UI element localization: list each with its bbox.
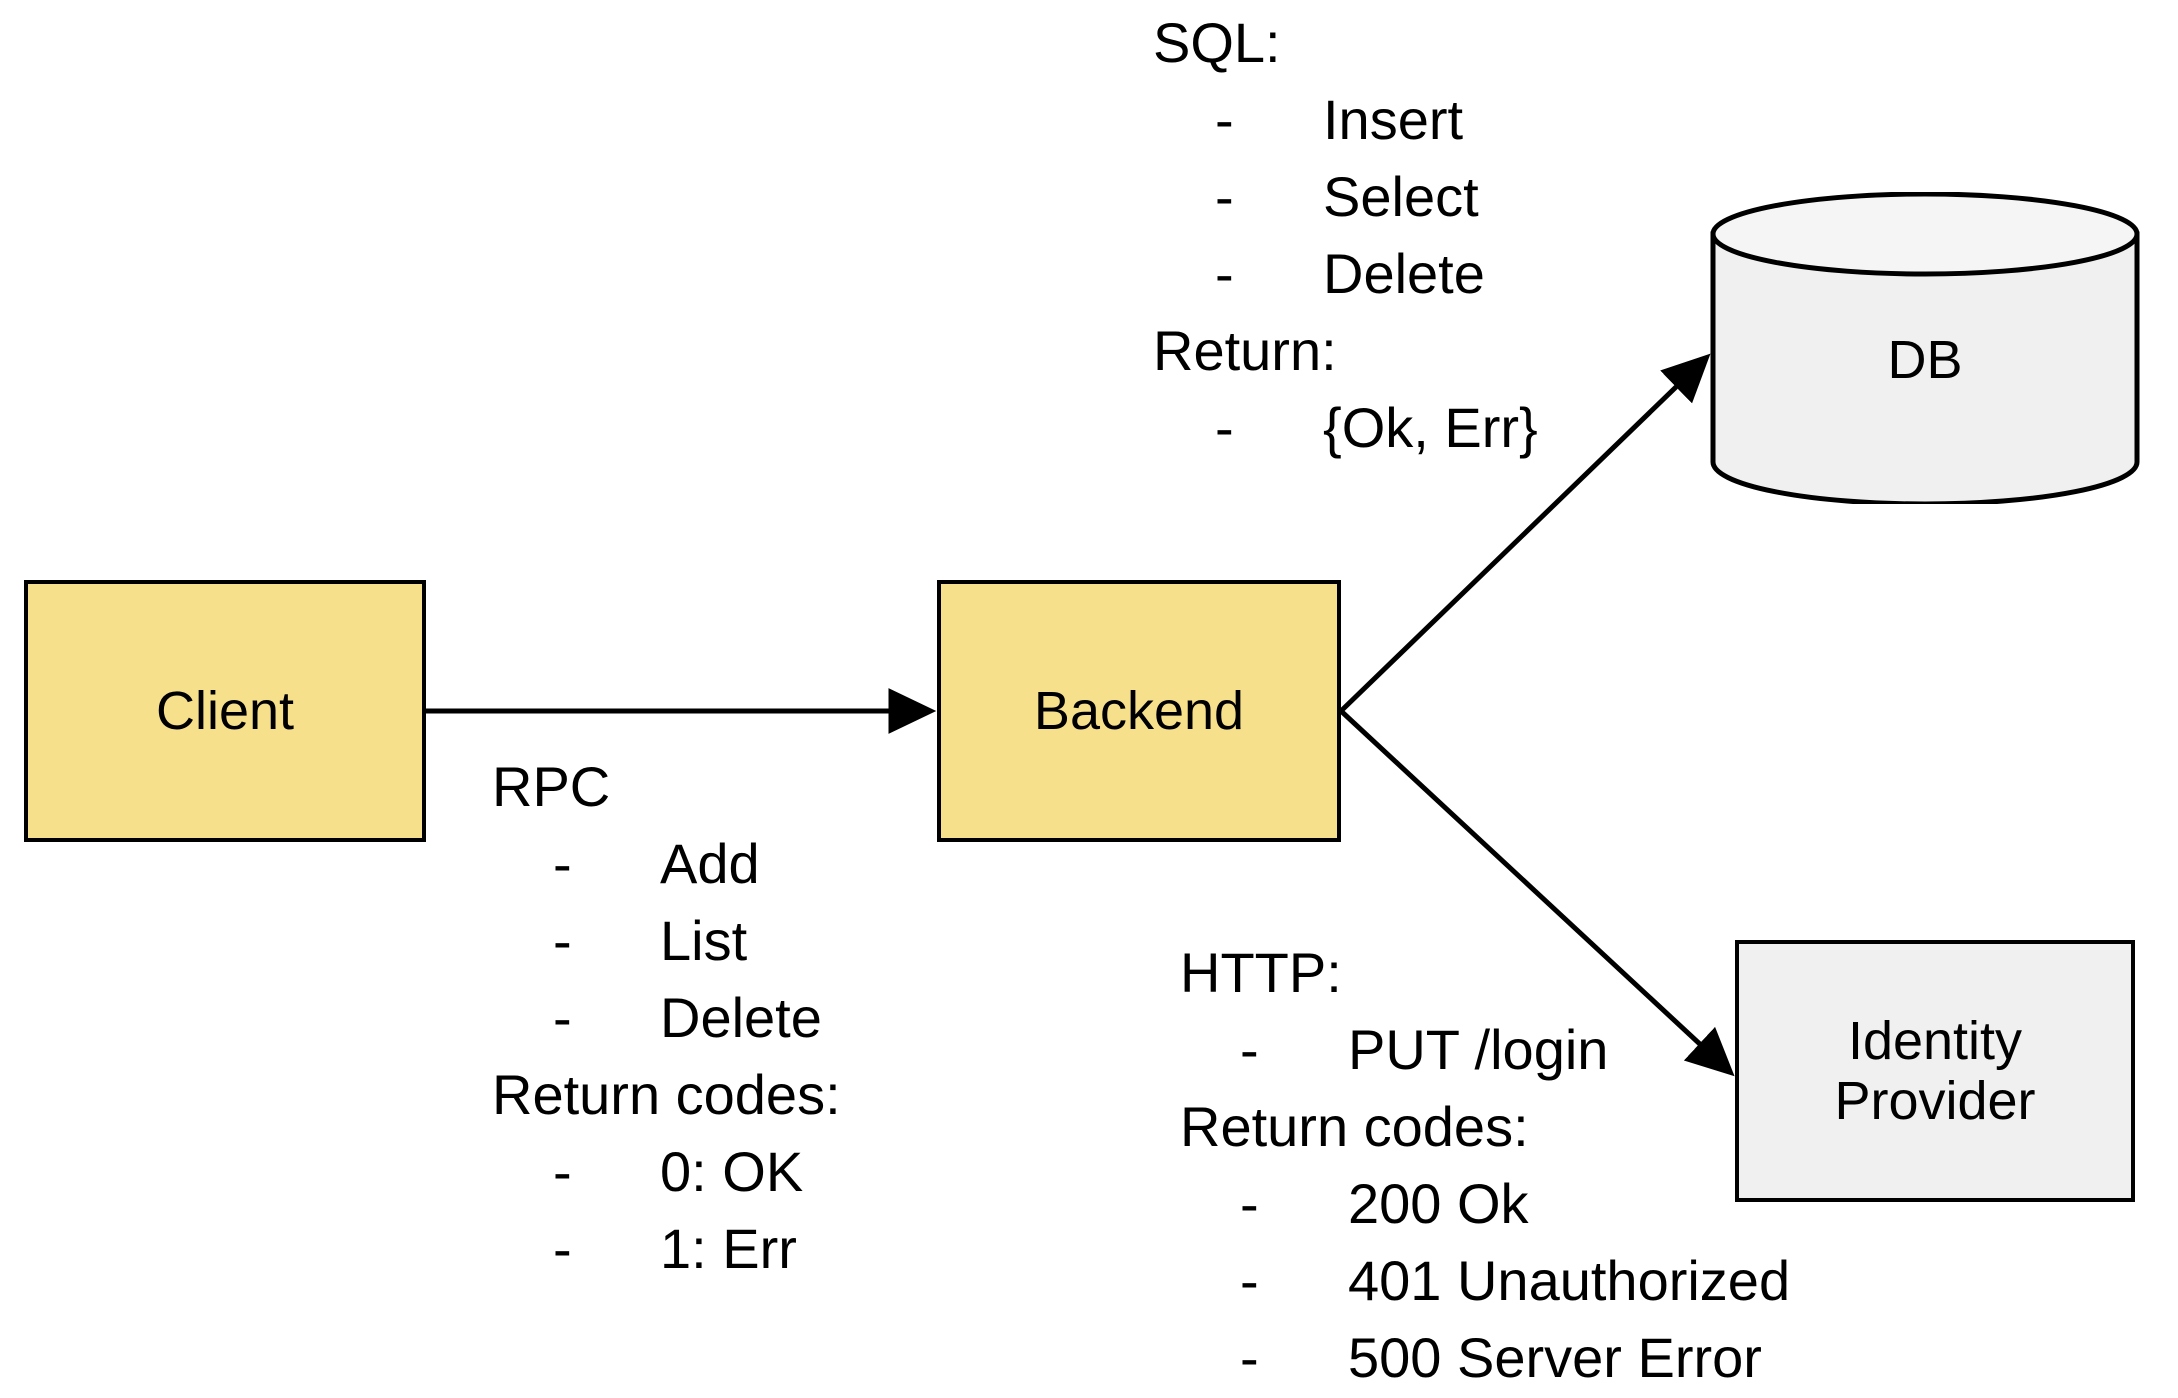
bullet-dash: - [1215, 396, 1234, 459]
annotation-http-subheading: Return codes: [1180, 1095, 1529, 1158]
bullet-dash: - [553, 1217, 572, 1280]
annotation-http-return-item-text: 200 Ok [1348, 1172, 1529, 1235]
annotation-sql-return-item: - {Ok, Err} [1153, 389, 1538, 466]
annotation-rpc-heading: RPC [492, 755, 611, 818]
node-client[interactable]: Client [24, 580, 426, 842]
annotation-sql-heading: SQL: [1153, 11, 1281, 74]
annotation-rpc-item-text: List [660, 909, 748, 972]
annotation-http-return-item: - 200 Ok [1180, 1165, 1529, 1242]
node-identity-provider-label: Identity Provider [1834, 1011, 2035, 1132]
annotation-rpc-item: - List [492, 902, 841, 979]
annotation-sql-subheading: Return: [1153, 319, 1337, 382]
bullet-dash: - [1240, 1249, 1259, 1312]
annotation-rpc-return-item-text: 0: OK [660, 1140, 804, 1203]
annotation-sql-item-text: Select [1323, 165, 1479, 228]
node-idp-label-line2: Provider [1834, 1071, 2036, 1131]
bullet-dash: - [553, 1140, 572, 1203]
node-backend-label: Backend [1033, 680, 1245, 741]
bullet-dash: - [1240, 1326, 1259, 1389]
annotation-http-return-item: - 401 Unauthorized [1180, 1242, 1790, 1319]
annotation-http-heading: HTTP: [1180, 941, 1342, 1004]
node-identity-provider[interactable]: Identity Provider [1735, 940, 2135, 1202]
bullet-dash: - [1215, 88, 1234, 151]
node-db-label-wrap: DB [1710, 192, 2140, 504]
node-backend[interactable]: Backend [937, 580, 1341, 842]
annotation-sql-item-text: Insert [1323, 88, 1464, 151]
annotation-rpc-item-text: Add [660, 832, 760, 895]
annotation-rpc-item: - Add [492, 825, 841, 902]
annotation-http: HTTP: - PUT /login Return codes: - 200 O… [1180, 934, 1790, 1396]
annotation-sql-item: - Delete [1153, 235, 1485, 312]
annotation-sql: SQL: - Insert - Select - Delete Return: … [1153, 4, 1538, 466]
bullet-dash: - [1215, 242, 1234, 305]
annotation-http-return-item-text: 500 Server Error [1348, 1326, 1762, 1389]
annotation-rpc-return-item-text: 1: Err [660, 1217, 797, 1280]
annotation-rpc-item-text: Delete [660, 986, 822, 1049]
bullet-dash: - [1240, 1172, 1259, 1235]
annotation-sql-return-item-text: {Ok, Err} [1323, 396, 1538, 459]
bullet-dash: - [553, 986, 572, 1049]
node-idp-label-line1: Identity [1847, 1010, 2023, 1071]
bullet-dash: - [553, 832, 572, 895]
database-cylinder-icon [1710, 192, 2140, 504]
bullet-dash: - [553, 909, 572, 972]
annotation-rpc-item: - Delete [492, 979, 841, 1056]
node-client-label: Client [155, 680, 295, 741]
bullet-dash: - [1240, 1018, 1259, 1081]
annotation-sql-item: - Insert [1153, 81, 1463, 158]
node-db-label: DB [1887, 330, 1963, 390]
annotation-http-return-item-text: 401 Unauthorized [1348, 1249, 1791, 1312]
annotation-sql-item: - Select [1153, 158, 1479, 235]
annotation-http-item-text: PUT /login [1348, 1018, 1609, 1081]
annotation-http-return-item: - 500 Server Error [1180, 1319, 1762, 1396]
annotation-http-item: - PUT /login [1180, 1011, 1608, 1088]
annotation-rpc-return-item: - 1: Err [492, 1210, 841, 1287]
annotation-sql-item-text: Delete [1323, 242, 1485, 305]
node-db[interactable]: DB [1710, 192, 2140, 504]
annotation-rpc-return-item: - 0: OK [492, 1133, 841, 1210]
annotation-rpc: RPC - Add - List - Delete Return codes: … [492, 748, 841, 1287]
annotation-rpc-subheading: Return codes: [492, 1063, 841, 1126]
bullet-dash: - [1215, 165, 1234, 228]
